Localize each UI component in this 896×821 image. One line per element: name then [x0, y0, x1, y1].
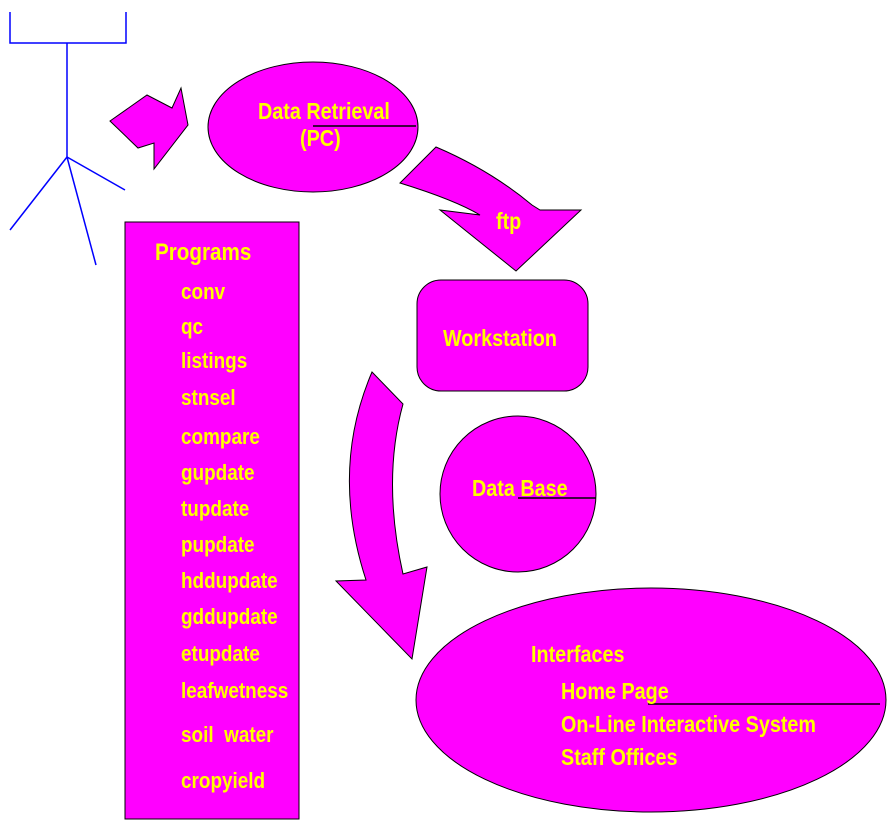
workstation-label: Workstation [443, 325, 557, 351]
ftp-label: ftp [496, 208, 522, 234]
programs-title: Programs [155, 239, 252, 266]
interfaces-title: Interfaces [531, 641, 625, 667]
database-node [439, 415, 597, 573]
program-item: leafwetness [181, 678, 289, 703]
program-item: cropyield [181, 768, 266, 793]
program-item: compare [181, 424, 260, 449]
data-retrieval-sublabel: (PC) [300, 125, 341, 151]
program-item: listings [181, 348, 248, 373]
arrow-workstation-to-interfaces [334, 371, 428, 661]
program-item: etupdate [181, 641, 260, 666]
ftp-arrow [399, 146, 583, 272]
program-item: pupdate [181, 532, 255, 557]
program-item: qc [181, 314, 204, 339]
program-item: conv [181, 279, 226, 304]
program-item: gddupdate [181, 604, 278, 629]
interfaces-node [415, 587, 887, 813]
program-item: soil water [181, 722, 274, 747]
data-retrieval-label: Data Retrieval [258, 98, 390, 124]
database-label: Data Base [472, 475, 568, 501]
program-item: stnsel [181, 385, 236, 410]
program-item: hddupdate [181, 568, 278, 593]
program-item: tupdate [181, 496, 250, 521]
interface-item: Home Page [561, 678, 669, 704]
interface-item: On-Line Interactive System [561, 711, 817, 737]
arrow-user-to-retrieval [109, 86, 189, 171]
workstation-node [416, 279, 589, 392]
programs-panel [124, 221, 300, 820]
user-stick-figure [9, 12, 127, 266]
interface-item: Staff Offices [561, 744, 678, 770]
program-item: gupdate [181, 460, 255, 485]
data-retrieval-node [207, 61, 419, 193]
